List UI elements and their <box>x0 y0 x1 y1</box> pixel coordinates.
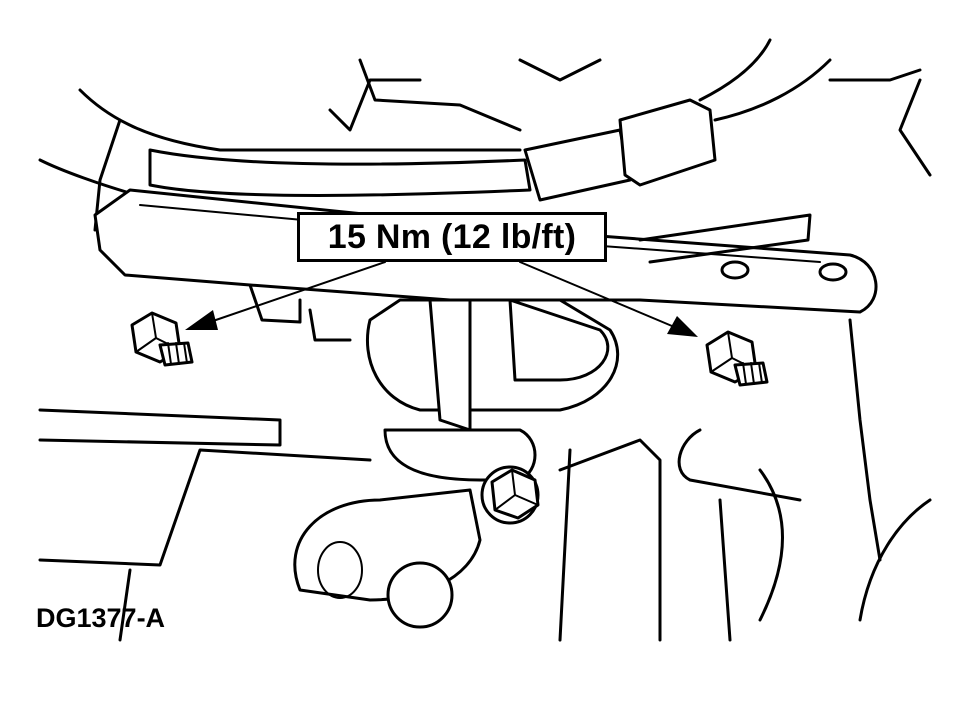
arrow-pointer-icon <box>185 261 386 330</box>
transmission-mount <box>293 298 620 629</box>
figure-id-label: DG1377-A <box>36 603 166 633</box>
wiring-harness <box>148 38 832 264</box>
bolt-icon <box>705 330 769 387</box>
arrow-pointer-icon <box>519 261 698 337</box>
torque-spec-callout: 15 Nm (12 lb/ft) <box>297 212 607 262</box>
bolt-icon <box>480 465 540 525</box>
vehicle-frame <box>38 58 932 642</box>
torque-spec-label: 15 Nm (12 lb/ft) <box>327 217 577 256</box>
bolt-icon <box>130 311 194 367</box>
